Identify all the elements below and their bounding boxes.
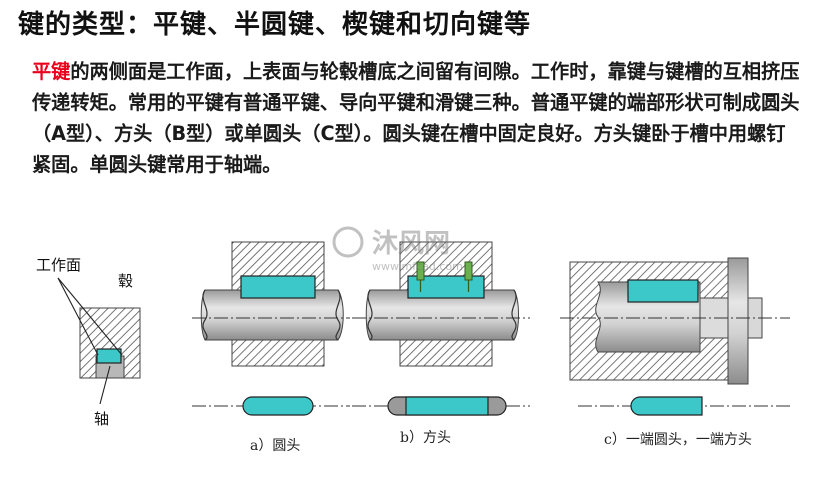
break-line-a-left — [202, 289, 208, 341]
break-line-a-right — [335, 289, 341, 341]
slide-title: 键的类型：平键、半圆键、楔键和切向键等 — [18, 10, 532, 40]
screw-right — [464, 261, 473, 292]
key-top-views — [192, 396, 790, 416]
watermark-url: www.mfcad.com — [372, 260, 463, 273]
caption-c: c）一端圆头，一端方头 — [604, 432, 752, 448]
description-body: 的两侧面是工作面，上表面与轮毂槽底之间留有间隙。工作时，靠键与键槽的互相挤压传递… — [32, 60, 800, 176]
watermark-logo-icon — [332, 226, 364, 258]
highlight-term: 平键 — [32, 60, 71, 83]
end-plate-c — [727, 257, 749, 385]
diagram-b-square-key — [352, 241, 530, 367]
leader-line-shaft — [99, 365, 111, 405]
leader-line-left — [57, 277, 99, 356]
description-paragraph: 平键的两侧面是工作面，上表面与轮毂槽底之间留有间隙。工作时，靠键与键槽的互相挤压… — [32, 56, 802, 180]
key-a-top-view — [242, 396, 314, 416]
key-c-top-view — [630, 396, 703, 416]
screw-left — [416, 261, 425, 292]
diagram-a-round-key — [192, 241, 350, 367]
cross-section-diagram: 工作面 毂 轴 — [36, 256, 141, 428]
leader-line-right — [57, 277, 123, 356]
label-working-face: 工作面 — [36, 256, 81, 274]
key-c-side — [627, 279, 699, 303]
watermark: 沐风网 www.mfcad.com — [332, 226, 463, 273]
watermark-brand: 沐风网 — [372, 229, 450, 259]
caption-b: b）方头 — [400, 430, 451, 446]
key-a-side — [240, 275, 316, 299]
key-b-top-view — [405, 396, 489, 416]
caption-a: a）圆头 — [250, 438, 300, 454]
diagram-c-mixed-key — [560, 257, 790, 385]
label-shaft: 轴 — [94, 410, 109, 428]
key-section — [96, 348, 122, 364]
key-b-side — [407, 275, 485, 299]
break-line-b-right — [511, 289, 517, 341]
label-hub: 毂 — [118, 272, 133, 290]
break-line-b-left — [367, 289, 373, 341]
